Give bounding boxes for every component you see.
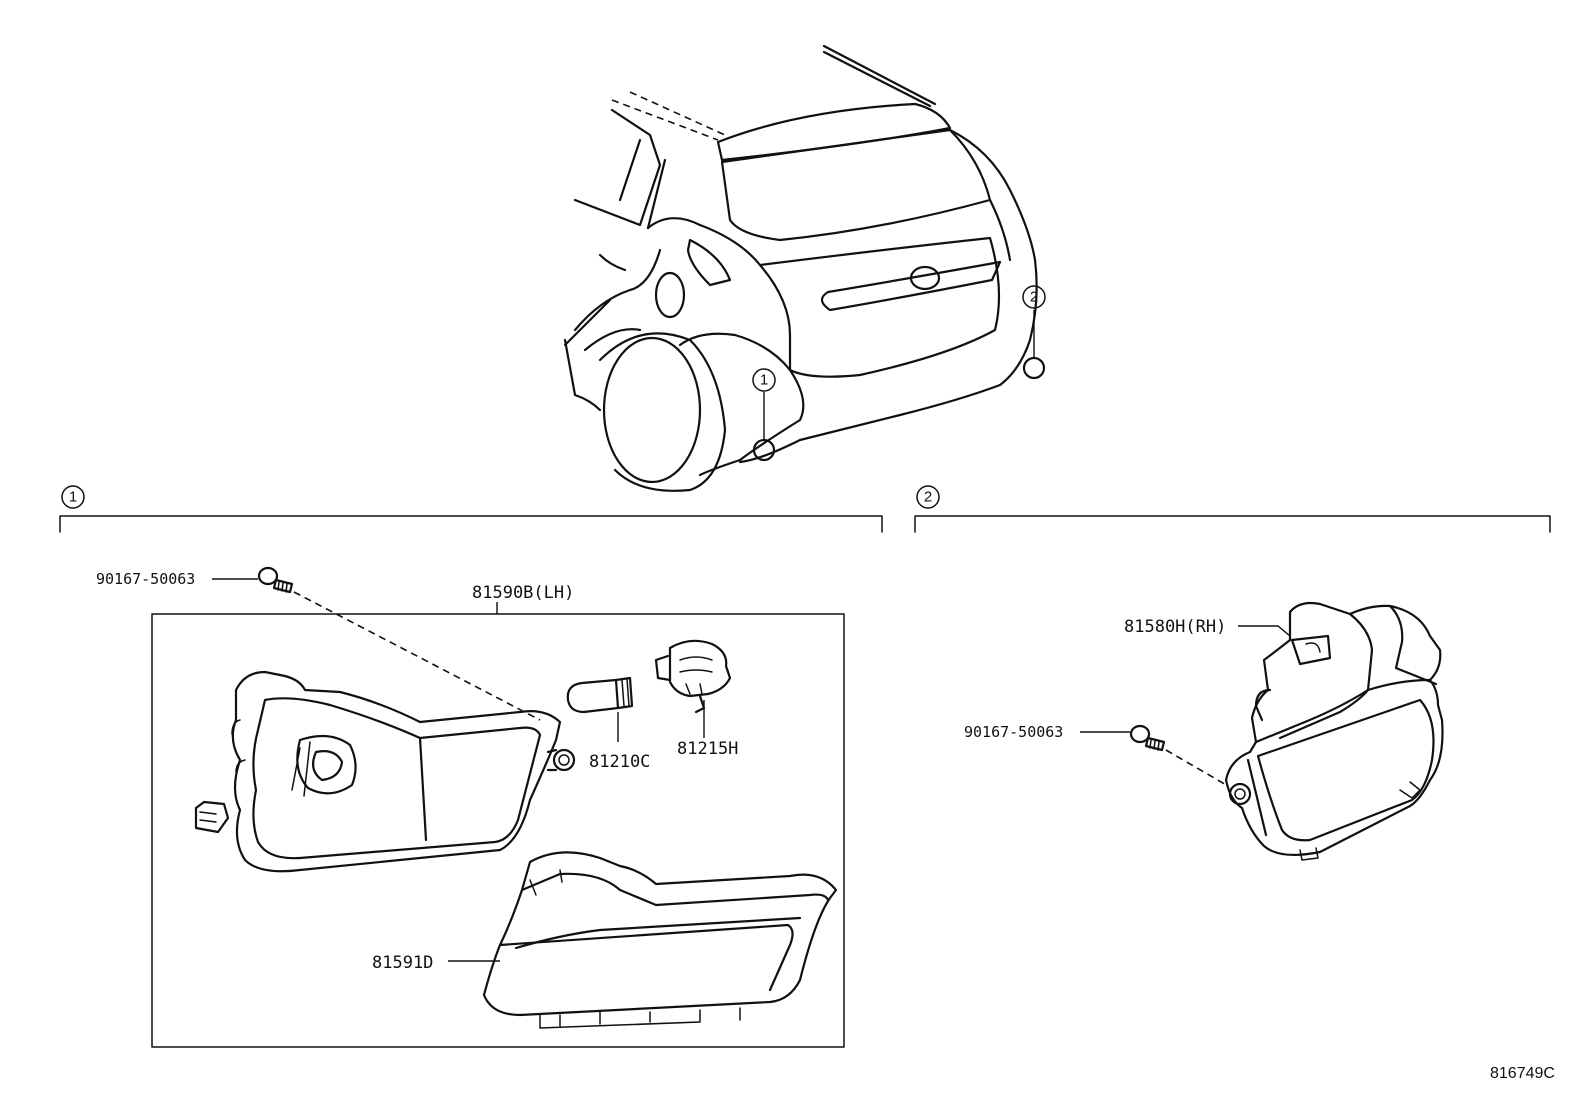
- section-2-header: 2: [914, 485, 1551, 533]
- illustration-code: 816749C: [1490, 1065, 1555, 1082]
- bulb-icon: [566, 676, 634, 714]
- bolt-rh-part-number: 90167-50063: [964, 723, 1063, 741]
- socket-icon: [654, 639, 732, 714]
- bolt-lh-part-number: 90167-50063: [96, 570, 195, 588]
- lh-lens-part-number: 81591D: [372, 953, 433, 973]
- callout-number-2-vehicle: 2: [1030, 289, 1038, 306]
- vehicle-rear-illustration: 1 2: [563, 44, 1046, 492]
- lh-lens-icon: [482, 851, 838, 1029]
- bolt-icon-rh: [1129, 724, 1166, 752]
- lh-fog-lamp-assembly: 90167-50063 81590B(LH) 81210C 81215H 815…: [96, 566, 845, 1048]
- rh-fog-lamp-assembly: 81580H(RH) 90167-50063: [964, 601, 1444, 861]
- rh-lamp-icon: [1224, 601, 1444, 861]
- lh-lamp-part-number: 81590B(LH): [472, 583, 574, 603]
- section-1-number: 1: [69, 489, 77, 506]
- fog-lamp-rh-marker: [1022, 356, 1046, 380]
- lh-assembly-box: [151, 613, 845, 1048]
- callout-circle-1-vehicle: [752, 368, 776, 392]
- rh-lamp-part-number: 81580H(RH): [1124, 617, 1226, 637]
- socket-part-number: 81215H: [677, 739, 738, 759]
- bolt-icon-lh: [257, 566, 294, 594]
- lh-lamp-housing: [194, 670, 576, 873]
- callout-number-1-vehicle: 1: [760, 372, 768, 389]
- bulb-part-number: 81210C: [589, 752, 650, 772]
- section-1-header: 1: [59, 485, 883, 533]
- section-2-number: 2: [924, 489, 932, 506]
- callout-circle-2-vehicle: [1022, 285, 1046, 309]
